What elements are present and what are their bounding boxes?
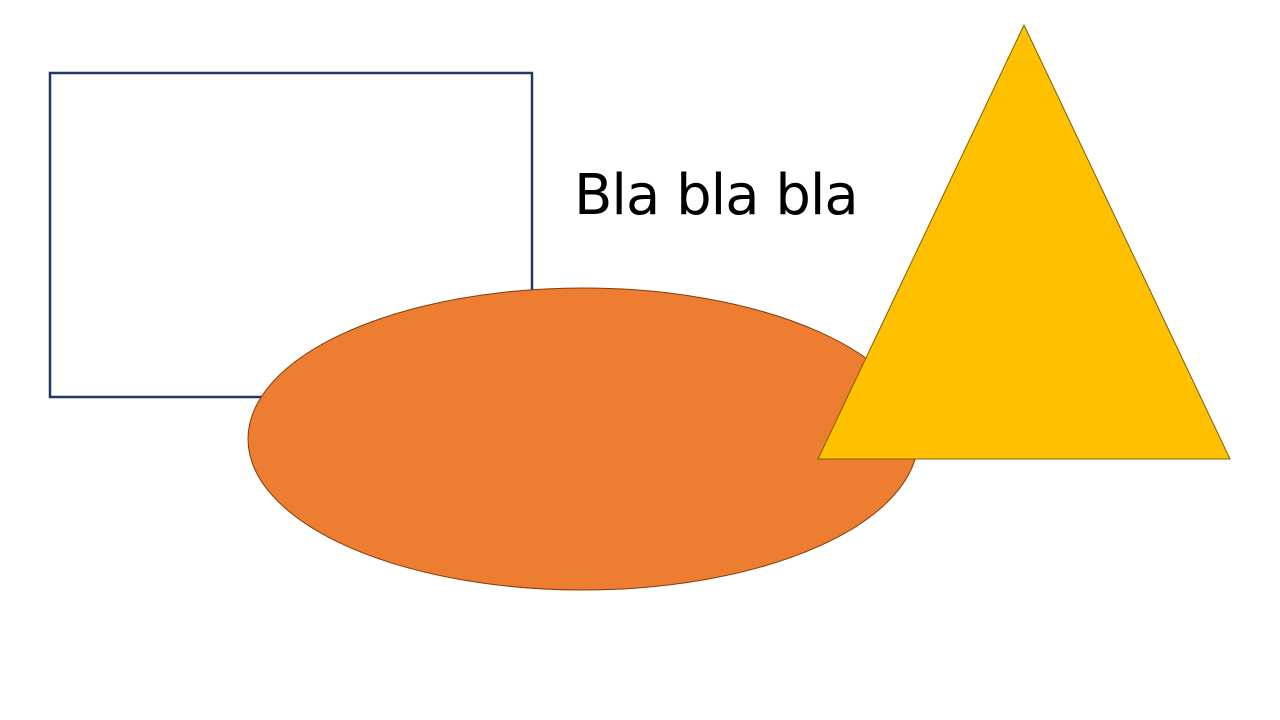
- yellow-triangle[interactable]: [817, 23, 1231, 460]
- slide-text-box[interactable]: Bla bla bla: [574, 163, 859, 228]
- orange-ellipse[interactable]: [247, 287, 919, 591]
